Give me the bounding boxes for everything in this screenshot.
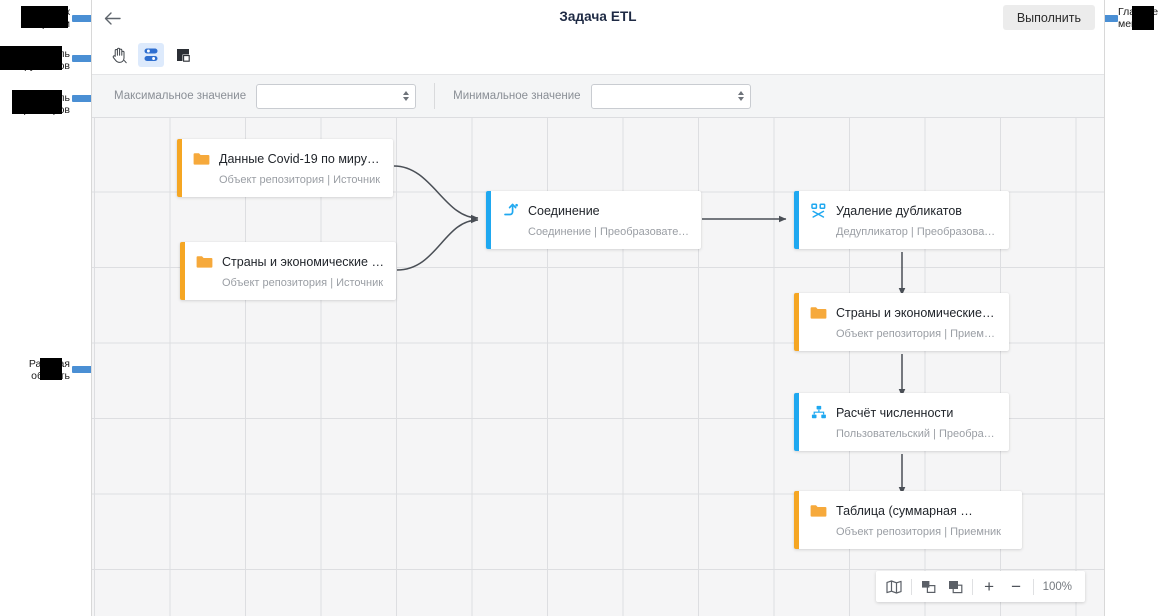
back-button[interactable] xyxy=(102,8,122,28)
annotation-work-area-redaction xyxy=(40,358,62,380)
node-body: Таблица (суммарная … Объект репозитория … xyxy=(799,491,1022,549)
layout-tool-button[interactable] xyxy=(138,43,164,67)
node-subtitle: Объект репозитория | Источник xyxy=(222,277,384,289)
folder-icon xyxy=(810,304,827,321)
zoom-divider xyxy=(1032,578,1034,595)
fit-large-icon xyxy=(948,580,962,593)
node-accent-bar xyxy=(177,139,182,197)
zoom-in-button[interactable]: + xyxy=(984,577,995,596)
node-subtitle: Соединение | Преобразователь xyxy=(528,226,689,238)
minimap-button[interactable] xyxy=(881,572,908,601)
run-button[interactable]: Выполнить xyxy=(1002,5,1095,30)
annotation-toolbar-panel-bar xyxy=(72,55,94,62)
node-body: Страны и экономические пок… Объект репоз… xyxy=(799,293,1009,351)
node-subtitle: Объект репозитория | Источник xyxy=(219,174,381,186)
fit-small-icon xyxy=(921,580,935,593)
parameter-divider xyxy=(434,83,436,109)
node-title: Таблица (суммарная … xyxy=(836,503,973,518)
node-accent-bar xyxy=(180,242,185,300)
hand-icon xyxy=(112,47,127,63)
parameter-max-value: Максимальное значение xyxy=(114,83,434,109)
node-body: Страны и экономические пок… Объект репоз… xyxy=(185,242,396,300)
flow-edges xyxy=(393,165,906,495)
parameter-max-value-input[interactable] xyxy=(256,83,417,109)
max-value-spinner[interactable] xyxy=(403,91,410,101)
node-accent-bar xyxy=(794,293,799,351)
fit-screen-button[interactable] xyxy=(942,572,969,601)
annotation-main-menu-bar xyxy=(1096,15,1118,22)
flow-node-covid-source[interactable]: Данные Covid-19 по миру (Yan… Объект реп… xyxy=(177,139,393,197)
node-accent-bar xyxy=(794,191,799,249)
node-accent-bar xyxy=(486,191,491,249)
annotation-toolbar-panel-redaction xyxy=(0,46,62,70)
node-subtitle: Объект репозитория | Приемник xyxy=(836,328,997,340)
fullscreen-tool-button[interactable] xyxy=(170,43,196,67)
node-body: Удаление дубликатов Дедупликатор | Преоб… xyxy=(799,191,1009,249)
map-icon xyxy=(886,579,902,594)
pan-tool-button[interactable] xyxy=(106,43,132,67)
folder-icon xyxy=(196,253,213,270)
page-title: Задача ETL xyxy=(559,9,637,24)
app-header: Задача ETL Выполнить xyxy=(92,0,1104,36)
node-subtitle: Объект репозитория | Приемник xyxy=(836,526,1001,538)
zoom-divider xyxy=(910,578,912,595)
node-body: Расчёт численности Пользовательский | Пр… xyxy=(799,393,1009,451)
parameters-panel: Максимальное значение Минимальное значен… xyxy=(92,74,1104,118)
hierarchy-icon xyxy=(810,404,827,421)
edge-countries-to-join xyxy=(396,216,479,271)
parameter-max-value-label: Максимальное значение xyxy=(114,90,247,102)
flow-node-countries-sink[interactable]: Страны и экономические пок… Объект репоз… xyxy=(794,293,1009,351)
node-accent-bar xyxy=(794,393,799,451)
annotation-back-navigation-redaction xyxy=(21,6,68,28)
annotation-params-panel-bar xyxy=(72,95,94,102)
node-title: Страны и экономические пок… xyxy=(836,305,997,320)
arrow-left-icon xyxy=(104,11,121,25)
annotation-back-navigation-bar xyxy=(72,15,94,22)
application-window: Задача ETL Выполнить xyxy=(91,0,1105,616)
node-title: Данные Covid-19 по миру (Yan… xyxy=(219,151,381,166)
zoom-level-label: 100% xyxy=(1042,580,1072,593)
node-title: Удаление дубликатов xyxy=(836,203,962,218)
node-subtitle: Пользовательский | Преобразова… xyxy=(836,428,997,440)
node-accent-bar xyxy=(794,491,799,549)
toolbar xyxy=(92,36,1104,74)
spinner-down-icon[interactable] xyxy=(403,97,410,101)
node-body: Соединение Соединение | Преобразователь xyxy=(491,191,701,249)
node-subtitle: Дедупликатор | Преобразователь xyxy=(836,226,997,238)
node-body: Данные Covid-19 по миру (Yan… Объект реп… xyxy=(182,139,393,197)
flow-node-dedup-transform[interactable]: Удаление дубликатов Дедупликатор | Преоб… xyxy=(794,191,1009,249)
spinner-down-icon[interactable] xyxy=(737,97,744,101)
annotation-params-panel-redaction xyxy=(12,90,62,114)
zoom-divider xyxy=(971,578,973,595)
node-title: Страны и экономические пок… xyxy=(222,254,384,269)
parameter-min-value-input[interactable] xyxy=(590,83,751,109)
dedup-icon xyxy=(810,202,827,219)
edge-covid-to-join xyxy=(393,165,479,222)
expand-icon xyxy=(176,48,190,62)
node-title: Расчёт численности xyxy=(836,405,954,420)
flow-node-join-transform[interactable]: Соединение Соединение | Преобразователь xyxy=(486,191,701,249)
spinner-up-icon[interactable] xyxy=(737,91,744,95)
spinner-up-icon[interactable] xyxy=(403,91,410,95)
flow-canvas[interactable]: Данные Covid-19 по миру (Yan… Объект реп… xyxy=(92,118,1104,616)
join-icon xyxy=(502,202,519,219)
annotation-work-area-bar xyxy=(72,366,94,373)
align-layout-icon xyxy=(144,48,158,61)
annotation-main-menu-redaction xyxy=(1132,6,1154,30)
parameter-min-value: Минимальное значение xyxy=(453,83,768,109)
flow-node-countries-source[interactable]: Страны и экономические пок… Объект репоз… xyxy=(180,242,396,300)
flow-node-population-calc[interactable]: Расчёт численности Пользовательский | Пр… xyxy=(794,393,1009,451)
flow-node-summary-table-sink[interactable]: Таблица (суммарная … Объект репозитория … xyxy=(794,491,1022,549)
zoom-out-button[interactable]: − xyxy=(1011,577,1022,596)
folder-icon xyxy=(810,502,827,519)
zoom-control-bar: + − 100% xyxy=(875,571,1085,602)
parameter-min-value-label: Минимальное значение xyxy=(453,90,581,102)
folder-icon xyxy=(193,150,210,167)
fit-content-button[interactable] xyxy=(915,572,942,601)
min-value-spinner[interactable] xyxy=(737,91,744,101)
node-title: Соединение xyxy=(528,203,600,218)
